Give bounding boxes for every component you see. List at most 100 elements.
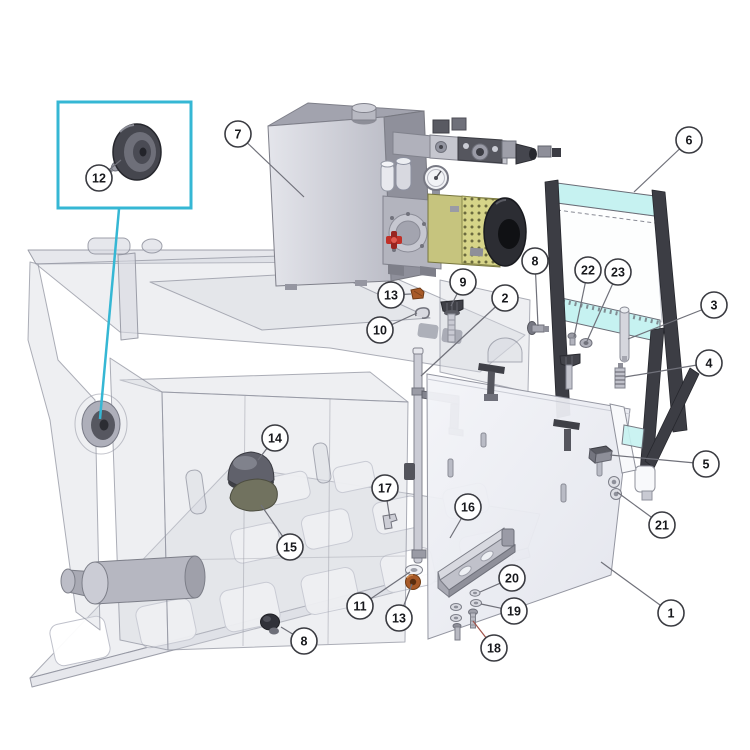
retainer-clip xyxy=(414,307,430,319)
callout-3: 3 xyxy=(627,291,728,340)
callout-6: 6 xyxy=(633,126,703,193)
callout-13: 13 xyxy=(385,583,413,632)
frame-right-post xyxy=(651,189,688,433)
threaded-stud xyxy=(614,363,626,389)
svg-text:8: 8 xyxy=(301,635,308,649)
deck-boss xyxy=(141,238,163,254)
svg-text:19: 19 xyxy=(507,605,521,619)
callout-2: 2 xyxy=(420,284,519,377)
hex-bolt-side xyxy=(527,321,549,335)
leg-foot-nub xyxy=(641,490,653,501)
callout-18: 18 xyxy=(472,620,508,662)
brass-nut xyxy=(405,574,421,590)
panel-edge-line xyxy=(426,378,631,415)
pump-block xyxy=(382,195,442,277)
inset-pointer-line xyxy=(98,208,121,420)
chassis-ghost-frame xyxy=(27,237,541,688)
callout-4: 4 xyxy=(624,349,723,378)
svg-text:5: 5 xyxy=(703,458,710,472)
wall-slot xyxy=(185,469,207,515)
callout-19: 19 xyxy=(480,597,528,625)
red-release-valve xyxy=(386,231,402,249)
latch-bracket xyxy=(588,445,614,464)
callout-21: 21 xyxy=(616,491,676,539)
callout-10: 10 xyxy=(366,312,418,344)
callout-8: 8 xyxy=(280,626,318,655)
callout-1: 1 xyxy=(600,561,685,627)
rubber-plug xyxy=(260,613,280,635)
svg-text:13: 13 xyxy=(384,289,398,303)
svg-text:10: 10 xyxy=(373,324,387,338)
panel-slot xyxy=(560,483,567,503)
crossbar-dashed-edge xyxy=(556,209,656,224)
callout-7: 7 xyxy=(224,120,305,198)
left-wall xyxy=(27,261,101,631)
panel-slot xyxy=(480,432,487,448)
callout-8: 8 xyxy=(521,247,549,327)
deck-post xyxy=(117,252,139,341)
svg-text:17: 17 xyxy=(378,482,392,496)
flange-nut xyxy=(579,338,593,348)
channel-rail xyxy=(437,527,516,599)
friction-pad xyxy=(229,478,278,512)
callout-15: 15 xyxy=(260,504,304,561)
svg-text:2: 2 xyxy=(502,292,509,306)
svg-text:1: 1 xyxy=(668,607,675,621)
callout-5: 5 xyxy=(609,450,720,478)
svg-text:16: 16 xyxy=(461,501,475,515)
svg-text:8: 8 xyxy=(532,255,539,269)
svg-text:13: 13 xyxy=(392,612,406,626)
t-handle-knob xyxy=(559,353,581,390)
panel-hook xyxy=(478,363,505,401)
svg-text:7: 7 xyxy=(235,128,242,142)
panel-slot xyxy=(447,458,454,478)
svg-text:15: 15 xyxy=(283,541,297,555)
roller-axle xyxy=(60,555,206,605)
svg-text:4: 4 xyxy=(706,357,713,371)
svg-text:18: 18 xyxy=(487,642,501,656)
svg-text:9: 9 xyxy=(460,276,467,290)
callout-23: 23 xyxy=(586,258,632,342)
callout-9: 9 xyxy=(449,268,477,307)
brass-fitting xyxy=(410,287,425,300)
box-seam xyxy=(242,395,246,647)
callout-17: 17 xyxy=(371,474,399,520)
wall-slot xyxy=(312,442,332,484)
panel-hook xyxy=(553,419,580,451)
callout-22: 22 xyxy=(573,256,602,338)
svg-text:20: 20 xyxy=(505,572,519,586)
set-screw xyxy=(567,332,577,346)
rear-frame xyxy=(544,179,700,501)
callout-14: 14 xyxy=(257,424,289,461)
deck-arch-cutout xyxy=(487,337,523,363)
teal-bar-fragment xyxy=(621,424,645,449)
svg-text:6: 6 xyxy=(686,134,693,148)
pressure-gauge xyxy=(423,165,449,196)
leg-foot-cap xyxy=(634,465,656,493)
deck-slot xyxy=(417,323,439,339)
svg-text:21: 21 xyxy=(655,519,669,533)
svg-text:23: 23 xyxy=(611,266,625,280)
callout-16: 16 xyxy=(449,493,482,539)
box-seam xyxy=(327,398,331,645)
fitting-cone xyxy=(515,143,533,165)
deck-recess xyxy=(149,271,431,331)
svg-text:14: 14 xyxy=(268,432,282,446)
valve-manifold xyxy=(392,117,561,165)
callout-12: 12 xyxy=(85,159,122,192)
callout-13: 13 xyxy=(377,281,412,309)
svg-text:3: 3 xyxy=(711,299,718,313)
hydraulic-power-unit xyxy=(267,102,561,290)
filter-cylinders xyxy=(380,157,412,192)
electric-motor xyxy=(427,193,527,268)
star-knob xyxy=(440,299,464,343)
panel-washers xyxy=(608,476,622,500)
fastener-kit xyxy=(450,589,482,641)
clevis-pin xyxy=(619,306,630,363)
callout-11: 11 xyxy=(346,571,411,620)
roller-wheel-inset xyxy=(104,123,162,181)
deck-tube xyxy=(87,237,131,255)
